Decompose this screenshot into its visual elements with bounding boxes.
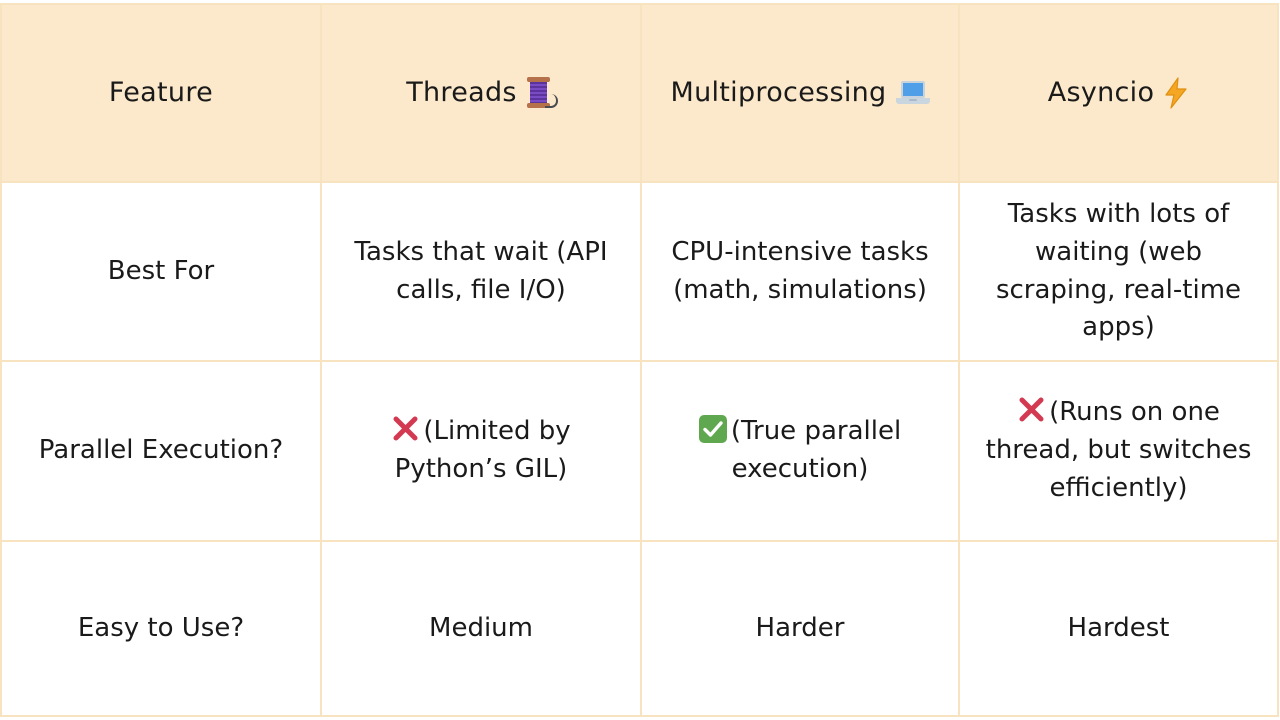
cell-parallel-asyncio: (Runs on one thread, but switches effici… — [958, 360, 1279, 542]
table-row: Parallel Execution? (Limited by Python’s… — [0, 360, 1279, 542]
cross-mark-icon — [391, 414, 420, 443]
cell-parallel-threads-text: (Limited by Python’s GIL) — [394, 416, 571, 484]
cell-parallel-threads: (Limited by Python’s GIL) — [320, 360, 642, 542]
row-label-best-for: Best For — [0, 181, 322, 362]
column-header-multiprocessing: Multiprocessing — [640, 3, 960, 183]
column-header-threads-label: Threads — [406, 77, 517, 109]
table-row: Easy to Use? Medium Harder Hardest — [0, 540, 1279, 717]
header-row: Feature Threads — [0, 3, 1279, 183]
comparison-table-container: Feature Threads — [0, 3, 1279, 717]
table-row: Best For Tasks that wait (API calls, fil… — [0, 181, 1279, 362]
cross-mark-icon — [1017, 395, 1046, 424]
cell-easy-multiprocessing: Harder — [640, 540, 960, 717]
cell-parallel-asyncio-text: (Runs on one thread, but switches effici… — [985, 397, 1252, 503]
laptop-icon — [895, 80, 930, 107]
cell-parallel-multiprocessing: (True parallel execution) — [640, 360, 960, 542]
cell-best-for-asyncio: Tasks with lots of waiting (web scraping… — [958, 181, 1279, 362]
column-header-asyncio-label: Asyncio — [1047, 77, 1155, 109]
column-header-feature-label: Feature — [108, 77, 214, 109]
table-header: Feature Threads — [0, 3, 1279, 183]
column-header-feature: Feature — [0, 3, 322, 183]
thread-spool-icon — [526, 76, 558, 110]
row-label-easy-to-use: Easy to Use? — [0, 540, 322, 717]
cell-easy-asyncio: Hardest — [958, 540, 1279, 717]
column-header-threads: Threads — [320, 3, 642, 183]
row-label-parallel-execution: Parallel Execution? — [0, 360, 322, 542]
concurrency-comparison-table: Feature Threads — [0, 3, 1279, 717]
column-header-multiprocessing-label: Multiprocessing — [670, 77, 887, 109]
cell-easy-threads: Medium — [320, 540, 642, 717]
cell-best-for-multiprocessing: CPU-intensive tasks (math, simulations) — [640, 181, 960, 362]
cell-best-for-threads: Tasks that wait (API calls, file I/O) — [320, 181, 642, 362]
check-mark-button-icon — [698, 415, 727, 444]
high-voltage-icon — [1163, 77, 1189, 109]
cell-parallel-multiprocessing-text: (True parallel execution) — [730, 416, 902, 484]
column-header-asyncio: Asyncio — [958, 3, 1279, 183]
table-body: Best For Tasks that wait (API calls, fil… — [0, 181, 1279, 717]
